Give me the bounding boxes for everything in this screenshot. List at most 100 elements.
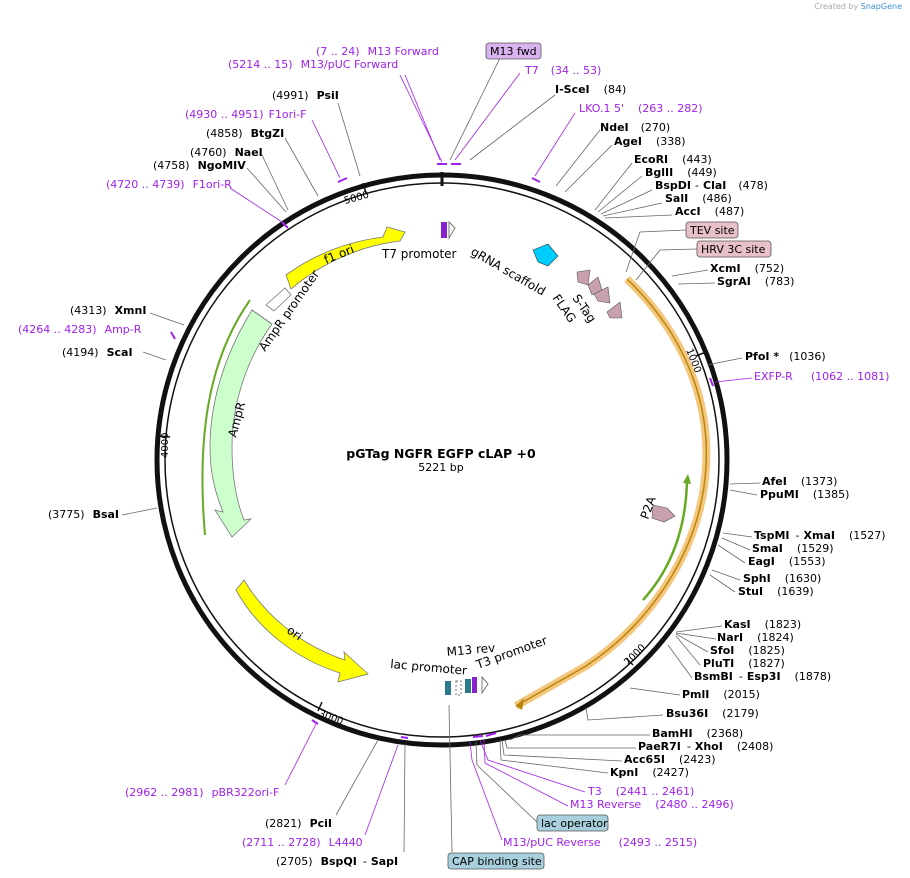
- leader-m13-puc: [399, 74, 443, 163]
- tick-label-4000: 4000: [160, 433, 171, 458]
- m13-forward-label: (7 .. 24)M13 Forward: [316, 45, 439, 58]
- primer-marks: [170, 163, 714, 739]
- xmni-label: (4313)XmnI: [70, 304, 146, 317]
- leader-pluti: [675, 635, 701, 666]
- tev-site-label: TEV site: [689, 224, 735, 237]
- leader-sfoi: [675, 633, 709, 653]
- grna-scaffold-arrow: [532, 243, 559, 267]
- bspqi-label: (2705)BspQI-SapI: [276, 855, 398, 868]
- leader-agei: [564, 144, 613, 193]
- leader-ecori: [594, 162, 633, 211]
- cap-binding-marker: [445, 681, 451, 695]
- bsmbi-label: BsmBI-Esp3I(1878): [694, 670, 831, 683]
- leader-bamhi: [509, 734, 650, 741]
- leader-m13-fwd: [449, 57, 501, 161]
- leader-naei: [261, 154, 289, 211]
- feature-box: [696, 240, 772, 258]
- ndei-label: NdeI(270): [600, 121, 670, 134]
- amp-r-label: (4264 .. 4283)Amp-R: [18, 323, 142, 336]
- kasi-label: KasI(1823): [724, 618, 801, 631]
- primer-mark-exfp-r: [709, 377, 714, 387]
- cap-binding-site-label: CAP binding site: [452, 855, 542, 868]
- bsu36i-label: Bsu36I(2179): [666, 707, 759, 720]
- t7-label: T7(34 .. 53): [524, 64, 601, 77]
- leader-sphi: [711, 569, 741, 581]
- leader-bsmbi: [667, 644, 693, 679]
- primer-mark-lko1: [531, 177, 541, 183]
- m13-fwd-label: M13 fwd: [490, 45, 537, 58]
- leader-afei: [729, 482, 761, 485]
- tag-arrow-4: [606, 301, 623, 319]
- pluti-label: PluTI(1827): [703, 657, 785, 670]
- tick-4000: [159, 435, 171, 438]
- leader-paer7i: [504, 739, 636, 749]
- leader-ndei: [555, 129, 601, 187]
- bsai-label: (3775)BsaI: [48, 508, 119, 521]
- leader-lac-operator: [475, 741, 539, 824]
- xcmi-label: XcmI(752): [710, 262, 784, 275]
- leader-lko1: [534, 112, 576, 177]
- sfoi-label: SfoI(1825): [710, 644, 785, 657]
- leader-i-scei: [469, 94, 556, 161]
- t7-promoter-label: T7 promoter: [381, 247, 457, 261]
- ori-arrow: [235, 579, 369, 683]
- naei-label: (4760)NaeI: [190, 146, 263, 159]
- pmli-label: PmlI(2015): [682, 688, 760, 701]
- leader-acc65i: [501, 739, 623, 762]
- sali-label: SalI(486): [665, 192, 732, 205]
- f1ori-f-label: (4930 .. 4951)F1ori-F: [185, 108, 307, 121]
- feature-box: [485, 42, 542, 60]
- leader-btgzi: [284, 137, 319, 197]
- tick-2000: [625, 657, 634, 666]
- leader-bspqi: [403, 743, 406, 853]
- exfp-r-label: EXFP-R(1062 .. 1081): [754, 370, 889, 383]
- leader-m13-reverse: [483, 739, 569, 807]
- leader-m13-puc-reverse: [469, 741, 503, 841]
- leader-pfoi: [706, 357, 743, 366]
- leader-stui: [709, 574, 736, 593]
- primer-mark-m13-rev: [485, 732, 497, 737]
- smai-label: SmaI(1529): [752, 542, 833, 555]
- leader-pbr322ori-f: [284, 723, 317, 786]
- lac-promoter-marker: [455, 680, 462, 696]
- leader-sali: [602, 202, 663, 217]
- lac-operator-label: lac operator: [541, 817, 608, 830]
- tick-5000: [362, 182, 367, 194]
- pcii-label: (2821)PciI: [265, 817, 332, 830]
- tspmi-label: TspMI-XmaI(1527): [754, 529, 886, 542]
- psii-label: (4991)PsiI: [272, 89, 339, 102]
- leader-tspmi: [722, 532, 753, 538]
- ampr-arrow: [209, 309, 273, 538]
- leader-eagi: [717, 544, 746, 564]
- t7-promoter-marker: [441, 222, 447, 238]
- credit-prefix: Created by: [814, 2, 859, 11]
- sgrai-label: SgrAI(783): [717, 275, 794, 288]
- primer-mark-t3: [472, 735, 484, 738]
- m13-rev-marker: [472, 677, 477, 693]
- tag-arrow-3: [593, 286, 611, 304]
- leader-exfp-r: [714, 377, 753, 383]
- bamhi-label: BamHI(2368): [652, 727, 743, 740]
- t7-promoter-arrowhead: [448, 220, 456, 240]
- leader-nari: [675, 632, 717, 640]
- leader-kpni: [499, 739, 609, 774]
- stui-label: StuI(1639): [738, 585, 814, 598]
- leader-kasi: [675, 625, 723, 633]
- i-scei-label: I-SceI(84): [555, 83, 626, 96]
- primer-mark-amp-r: [170, 331, 176, 340]
- acci-label: AccI(487): [675, 205, 744, 218]
- sphi-label: SphI(1630): [743, 572, 821, 585]
- feature-box: [685, 221, 739, 239]
- primer-mark-pbr322: [311, 719, 319, 725]
- acc65i-label: Acc65I(2423): [624, 753, 716, 766]
- m13-puc-reverse-label: M13/pUC Reverse(2493 .. 2515): [503, 836, 697, 849]
- l4440-label: (2711 .. 2728)L4440: [242, 836, 363, 849]
- snapgene-logo-text: SnapGene: [860, 2, 902, 11]
- leader-ngomiv: [246, 167, 287, 213]
- scai-label: (4194)ScaI: [62, 346, 133, 359]
- tag-arrow-1: [576, 269, 591, 286]
- plasmid-name: pGTag NGFR EGFP cLAP +0: [346, 446, 536, 461]
- ampr-promoter-arrow: [265, 287, 292, 312]
- btgzi-label: (4858)BtgZI: [206, 127, 284, 140]
